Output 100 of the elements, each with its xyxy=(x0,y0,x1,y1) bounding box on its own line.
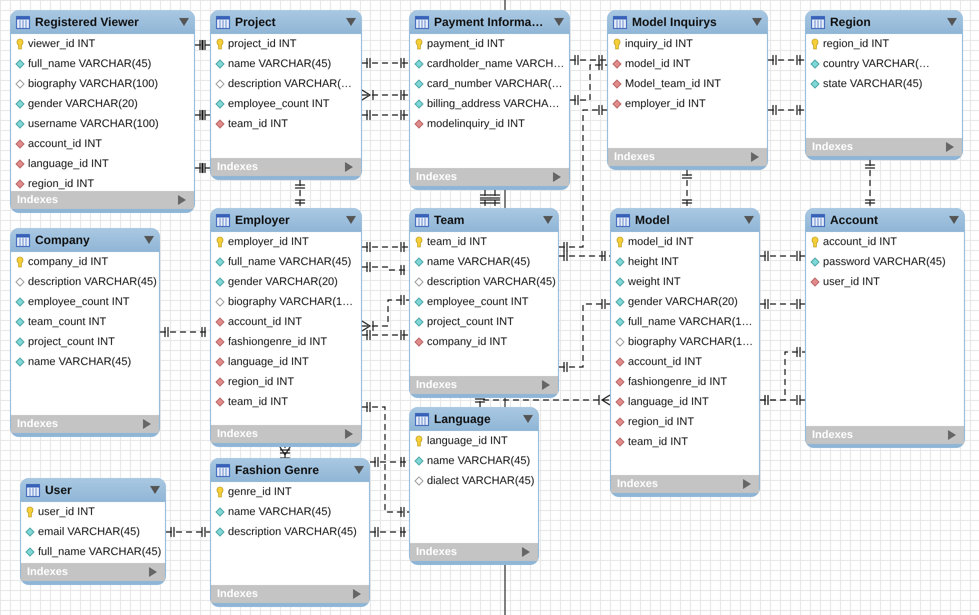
table-title: Team xyxy=(434,213,464,227)
column-name: gender VARCHAR(20) xyxy=(28,98,138,110)
column-name: language_id INT xyxy=(427,435,508,447)
table-card xyxy=(607,10,768,170)
column-name: team_id INT xyxy=(628,436,688,448)
table-card xyxy=(210,10,362,180)
table-card xyxy=(20,478,166,585)
indexes-label: Indexes xyxy=(614,151,655,163)
column-name: name VARCHAR(45) xyxy=(427,455,530,467)
table-card xyxy=(409,208,559,398)
column-name: full_name VARCHAR(45) xyxy=(38,546,162,558)
column-name: employee_count INT xyxy=(228,98,330,110)
relationship-line xyxy=(362,110,409,120)
column-name: model_id INT xyxy=(628,236,694,248)
column-name: language_id INT xyxy=(28,158,109,170)
column-name: account_id INT xyxy=(28,138,102,150)
relationship-line xyxy=(195,40,210,50)
indexes-label: Indexes xyxy=(217,428,258,440)
relationship-line xyxy=(768,105,805,115)
relationship-line xyxy=(279,446,291,460)
column-name: project_count INT xyxy=(28,336,115,348)
column-name: name VARCHAR(45) xyxy=(228,506,332,518)
column-name: language_id INT xyxy=(228,356,309,368)
column-name: full_name VARCHAR(45) xyxy=(28,58,152,70)
column-name: employer_id INT xyxy=(228,236,309,248)
relationship-line xyxy=(362,58,409,68)
column-name: card_number VARCHAR(… xyxy=(427,78,563,90)
relationship-line xyxy=(682,170,692,208)
column-name: description VARCHAR(… xyxy=(228,78,352,90)
column-name: gender VARCHAR(20) xyxy=(228,276,338,288)
relationship-line xyxy=(559,299,610,372)
indexes-label: Indexes xyxy=(812,429,853,441)
column-name: modelinquiry_id INT xyxy=(427,118,525,130)
column-name: team_id INT xyxy=(228,118,288,130)
table-card xyxy=(409,407,539,565)
table-title: User xyxy=(45,483,72,497)
table-card xyxy=(10,228,160,437)
table-title: Project xyxy=(235,15,276,29)
relationship-line xyxy=(195,163,210,173)
column-name: region_id INT xyxy=(823,38,890,50)
relationship-line xyxy=(570,60,607,105)
relationship-line xyxy=(480,190,490,208)
table-title: Fashion Genre xyxy=(235,463,320,477)
column-name: company_id INT xyxy=(28,256,108,268)
relationship-line xyxy=(865,160,875,208)
column-name: project_id INT xyxy=(228,38,296,50)
column-name: account_id INT xyxy=(823,236,897,248)
column-name: account_id INT xyxy=(628,356,702,368)
table-title: Account xyxy=(830,213,878,227)
indexes-label: Indexes xyxy=(812,141,853,153)
column-name: gender VARCHAR(20) xyxy=(628,296,738,308)
column-name: genre_id INT xyxy=(228,486,292,498)
column-name: biography VARCHAR(1… xyxy=(628,336,754,348)
column-name: language_id INT xyxy=(628,396,709,408)
column-name: biography VARCHAR(100) xyxy=(28,78,158,90)
relationship-line xyxy=(559,251,610,261)
column-name: employee_count INT xyxy=(28,296,130,308)
indexes-label: Indexes xyxy=(17,194,58,206)
relationship-line xyxy=(760,299,805,309)
column-name: region_id INT xyxy=(28,178,94,190)
column-name: Model_team_id INT xyxy=(625,78,721,90)
column-name: cardholder_name VARCH… xyxy=(427,58,564,70)
relationship-line xyxy=(570,55,607,65)
column-name: email VARCHAR(45) xyxy=(38,526,140,538)
table-card xyxy=(610,208,760,497)
relationship-line xyxy=(295,180,305,208)
column-name: fashiongenre_id INT xyxy=(628,376,728,388)
table-card xyxy=(805,10,963,160)
relationship-line xyxy=(166,527,210,537)
relationship-line xyxy=(362,402,409,517)
column-name: fashiongenre_id INT xyxy=(228,336,328,348)
indexes-label: Indexes xyxy=(416,379,457,391)
table-card xyxy=(210,208,362,447)
column-name: name VARCHAR(45) xyxy=(228,58,332,70)
relationship-line xyxy=(370,527,409,537)
indexes-label: Indexes xyxy=(416,546,457,558)
indexes-label: Indexes xyxy=(217,588,258,600)
column-name: account_id INT xyxy=(228,316,302,328)
indexes-label: Indexes xyxy=(416,171,457,183)
column-name: inquiry_id INT xyxy=(625,38,693,50)
indexes-label: Indexes xyxy=(217,161,258,173)
column-name: region_id INT xyxy=(228,376,294,388)
column-name: model_id INT xyxy=(625,58,690,70)
column-name: name VARCHAR(45) xyxy=(427,256,530,268)
relationship-line xyxy=(475,394,611,407)
column-name: description VARCHAR(45) xyxy=(228,526,357,538)
column-name: project_count INT xyxy=(427,316,514,328)
column-name: description VARCHAR(45) xyxy=(427,276,556,288)
column-name: region_id INT xyxy=(628,416,694,428)
indexes-label: Indexes xyxy=(27,566,68,578)
table-title: Region xyxy=(830,15,871,29)
table-card xyxy=(210,458,370,607)
column-name: full_name VARCHAR(45) xyxy=(228,256,352,268)
relationship-line xyxy=(490,190,500,208)
column-name: billing_address VARCHA… xyxy=(427,98,560,110)
column-name: team_count INT xyxy=(28,316,106,328)
relationship-line xyxy=(760,251,805,261)
relationship-line xyxy=(768,55,805,65)
column-name: dialect VARCHAR(45) xyxy=(427,475,534,487)
table-title: Company xyxy=(35,233,90,247)
